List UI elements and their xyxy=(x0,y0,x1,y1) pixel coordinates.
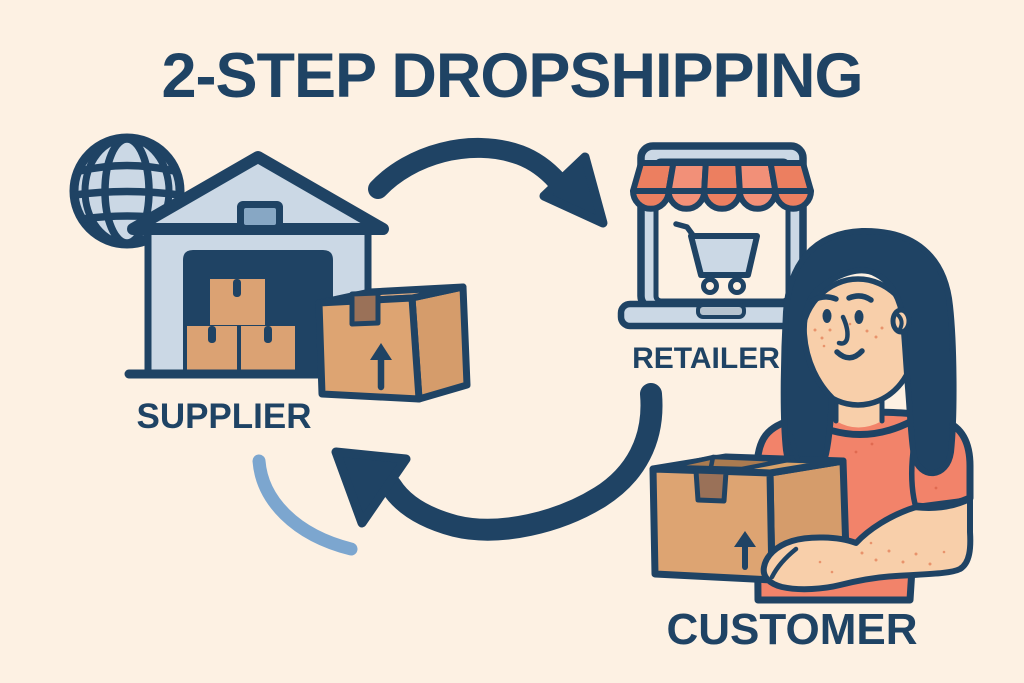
nose xyxy=(836,314,850,346)
ear-detail xyxy=(896,313,904,331)
shipping-box-front xyxy=(315,294,423,403)
sleeve-hem xyxy=(912,495,973,511)
accent-arc xyxy=(252,454,358,556)
globe-icon xyxy=(69,133,185,249)
stacked-boxes-icon xyxy=(187,279,295,371)
shopping-cart-icon xyxy=(673,221,760,295)
eyes xyxy=(822,309,864,324)
delivery-box-tape xyxy=(693,468,729,504)
mouth-smile xyxy=(834,348,865,361)
laptop-notch xyxy=(696,303,746,319)
arrow-shaft xyxy=(380,383,663,541)
finger-line xyxy=(769,546,799,580)
cart-basket xyxy=(688,233,760,278)
arm-freckles xyxy=(818,541,946,574)
globe-parallel-middle xyxy=(70,187,184,199)
shipping-box-icon xyxy=(315,283,471,403)
customer-node: CUSTOMER xyxy=(649,227,974,654)
customer-label: CUSTOMER xyxy=(667,605,918,654)
face-freckles xyxy=(813,322,884,348)
hair xyxy=(780,227,957,477)
arrow-shaft xyxy=(368,138,567,199)
delivery-box-flap xyxy=(787,431,800,461)
fragile-up-arrow xyxy=(734,531,756,570)
arrow-supplier-to-retailer xyxy=(368,138,608,228)
forearm-hand xyxy=(760,497,974,593)
arrow-return-loop xyxy=(252,383,663,556)
page-title: 2-STEP DROPSHIPPING xyxy=(161,41,862,111)
fragile-up-arrow xyxy=(370,343,392,391)
retailer-node: RETAILER xyxy=(617,142,823,375)
customer-arm-hand xyxy=(760,495,974,593)
arrow-head xyxy=(331,447,411,528)
arrow-head xyxy=(539,152,608,228)
retailer-label: RETAILER xyxy=(632,342,780,375)
cart-wheel-left xyxy=(701,277,719,295)
supplier-label: SUPPLIER xyxy=(136,397,311,436)
warehouse-vent xyxy=(244,208,276,225)
store-awning-icon xyxy=(630,160,814,212)
supplier-node: SUPPLIER xyxy=(69,133,471,436)
eyebrows xyxy=(809,293,874,304)
cart-wheel-right xyxy=(728,277,746,295)
shipping-box-tape xyxy=(349,290,381,327)
globe-parallel-top xyxy=(76,161,178,175)
